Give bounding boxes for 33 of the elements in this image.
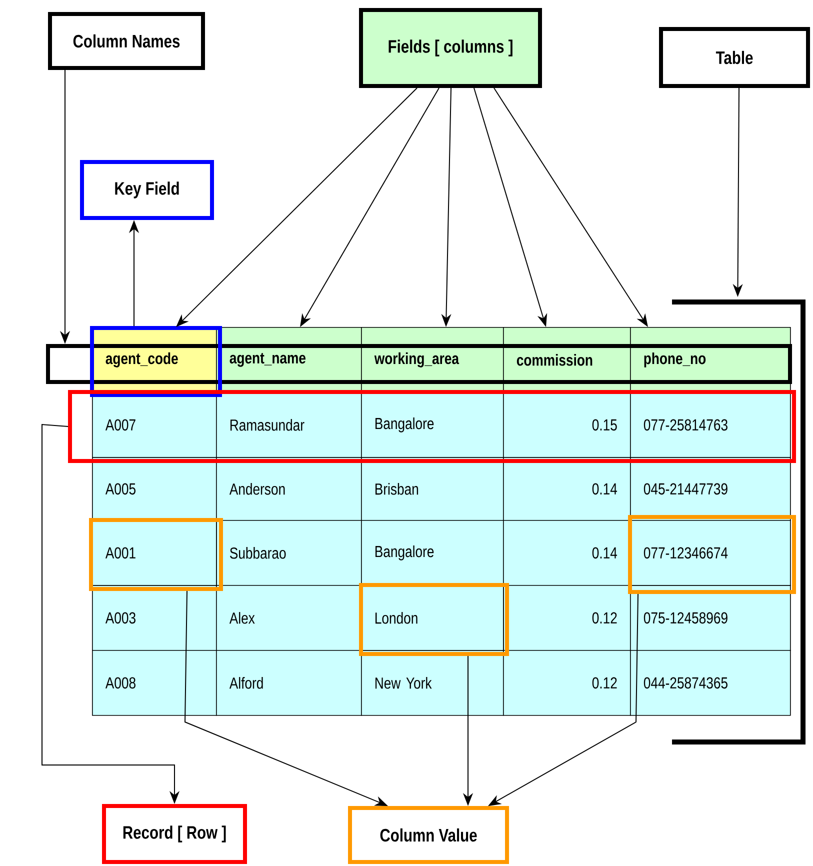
table-cell: Bangalore [361,392,504,458]
table-cell: Brisban [361,457,504,521]
table-cell: A001 [92,520,217,586]
table-cell: 0.12 [503,650,631,716]
table-cell: Bangalore [361,520,504,586]
label-box: Fields [ columns ] [359,8,542,88]
table-cell: London [361,585,504,651]
table-cell: New York [361,650,504,716]
table-cell: Anderson [216,457,362,521]
label-box: Table [659,27,810,88]
table-cell: Alex [216,585,362,651]
table-cell: 0.14 [503,520,631,586]
table-cell: 0.12 [503,585,631,651]
highlight-frame [89,518,223,591]
table-cell: Subbarao [216,520,362,586]
table-cell: 044-25874365 [630,650,791,716]
label-box: Key Field [80,160,214,220]
highlight-frame [628,515,796,594]
label-box: Column Value [348,806,509,864]
table-cell: 075-12458969 [630,585,791,651]
table-cell: A008 [92,650,217,716]
highlight-frame [46,344,792,384]
table-cell: 0.14 [503,457,631,521]
table-cell: 0.15 [503,392,631,458]
table-cell: A007 [92,392,217,458]
table-cell: A003 [92,585,217,651]
label-box: Column Names [48,12,205,70]
table-cell: Alford [216,650,362,716]
label-box: Record [ Row ] [102,804,247,864]
table-cell: 077-25814763 [630,392,791,458]
highlight-frame [68,390,796,463]
table-cell: Ramasundar [216,392,362,458]
table-cell: 077-12346674 [630,520,791,586]
